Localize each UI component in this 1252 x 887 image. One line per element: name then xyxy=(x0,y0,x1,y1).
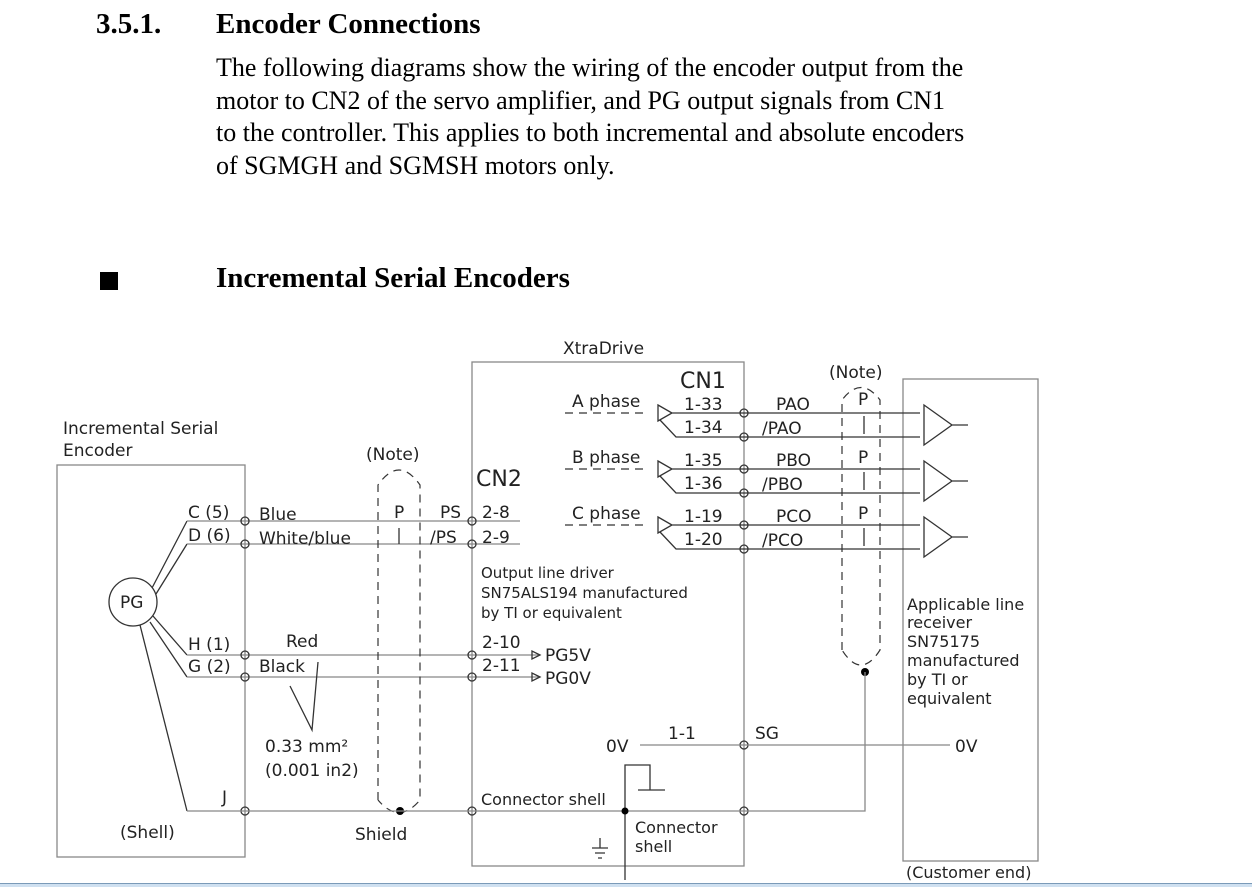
receiver-note: SN75175 xyxy=(907,632,980,651)
paragraph-line: to the controller. This applies to both … xyxy=(216,118,965,147)
section-number: 3.5.1. xyxy=(96,8,162,40)
section-paragraph: The following diagrams show the wiring o… xyxy=(216,52,1076,182)
encoder-label: Encoder xyxy=(63,441,133,461)
line-receiver-icons xyxy=(923,403,968,559)
receiver-note: Applicable line xyxy=(907,595,1024,614)
phase-b: B phase 1-35 1-36 PBO /PBO xyxy=(565,448,920,495)
signal-label: PS xyxy=(440,503,461,523)
phase-a: A phase 1-33 1-34 PAO /PAO xyxy=(565,392,920,439)
connector-shell-label: Connector shell xyxy=(481,790,606,809)
twisted-pair-label: P xyxy=(858,448,868,468)
pin-label: H (1) xyxy=(188,635,230,655)
wire-color: White/blue xyxy=(259,529,351,549)
ground-icon xyxy=(592,838,608,859)
signal-label: /PS xyxy=(430,528,457,548)
note-label: (Note) xyxy=(829,363,883,383)
pin-label: 2-10 xyxy=(482,633,521,653)
receiver-note: equivalent xyxy=(907,689,992,708)
phase-label: B phase xyxy=(572,448,640,468)
customer-end-label: (Customer end) xyxy=(906,863,1031,882)
receiver-note: manufactured xyxy=(907,651,1020,670)
wire-size: (0.001 in2) xyxy=(265,761,359,781)
pin-label: 1-20 xyxy=(684,530,723,550)
subsection-title: Incremental Serial Encoders xyxy=(216,262,570,294)
signal-label: /PBO xyxy=(762,475,803,495)
encoder-wires xyxy=(187,520,540,678)
shell-wire xyxy=(187,672,866,812)
ground-0v: 0V xyxy=(606,737,629,757)
encoder-leads xyxy=(139,520,188,812)
receiver-note: by TI or xyxy=(907,670,968,689)
pin-label: 2-8 xyxy=(482,503,510,523)
shield-label: Shield xyxy=(355,825,407,845)
driver-note: by TI or equivalent xyxy=(481,604,622,622)
signal-label: PCO xyxy=(776,507,812,527)
pg-circle xyxy=(108,577,158,627)
pin-label: 2-11 xyxy=(482,656,521,676)
signal-label: /PAO xyxy=(762,419,802,439)
pin-label: C (5) xyxy=(188,503,229,523)
arrow-icon xyxy=(531,649,542,683)
twisted-pair-label: P xyxy=(858,504,868,524)
drive-label: XtraDrive xyxy=(563,339,644,359)
wire-color: Blue xyxy=(259,505,297,525)
shell-label: (Shell) xyxy=(120,823,175,843)
wire-size-pointer xyxy=(289,661,319,733)
pin-label: D (6) xyxy=(188,526,231,546)
paragraph-line: The following diagrams show the wiring o… xyxy=(216,53,964,82)
signal-label: SG xyxy=(755,724,779,744)
driver-note: SN75ALS194 manufactured xyxy=(481,584,688,602)
shield-twisted-pair xyxy=(841,386,881,666)
pin-label: G (2) xyxy=(188,657,231,677)
twisted-pair-label: P xyxy=(858,390,868,410)
phase-label: A phase xyxy=(572,392,640,412)
encoder-box xyxy=(56,464,246,858)
wire-size: 0.33 mm² xyxy=(265,737,348,757)
pin-label: 1-19 xyxy=(684,507,723,527)
paragraph-line: motor to CN2 of the servo amplifier, and… xyxy=(216,85,946,115)
wire-color: Black xyxy=(259,657,305,677)
power-output: PG0V xyxy=(545,669,591,689)
pin-label: 1-34 xyxy=(684,418,723,438)
frame-ground-icon xyxy=(624,764,665,880)
pin-label: 2-9 xyxy=(482,528,510,548)
drive-box xyxy=(471,361,745,867)
pg-label: PG xyxy=(120,593,143,613)
phase-label: C phase xyxy=(572,504,641,524)
paragraph-line: of SGMGH and SGMSH motors only. xyxy=(216,150,615,180)
shell-node xyxy=(621,807,629,815)
driver-note: Output line driver xyxy=(481,564,615,582)
connector-shell-label: Connector xyxy=(635,818,718,837)
pin-label: J xyxy=(221,788,227,808)
receiver-box xyxy=(902,378,1039,862)
square-bullet-icon xyxy=(100,272,118,290)
signal-label: /PCO xyxy=(762,531,803,551)
pin-label: 1-33 xyxy=(684,395,723,415)
receiver-note: receiver xyxy=(907,613,972,632)
wire-color: Red xyxy=(286,632,318,652)
pin-label: 1-36 xyxy=(684,474,723,494)
note-label: (Note) xyxy=(366,445,420,465)
cn2-label: CN2 xyxy=(476,467,522,492)
encoder-label: Incremental Serial xyxy=(63,419,218,439)
cn1-label: CN1 xyxy=(680,369,726,394)
receiver-0v: 0V xyxy=(955,737,978,757)
phase-c: C phase 1-19 1-20 PCO /PCO xyxy=(565,504,920,551)
bottom-bar xyxy=(0,883,1252,887)
connector-shell-label: shell xyxy=(635,837,672,856)
pin-label: 1-1 xyxy=(668,724,696,744)
section-title: Encoder Connections xyxy=(216,8,481,40)
signal-label: PAO xyxy=(776,395,810,415)
pin-label: 1-35 xyxy=(684,451,723,471)
twisted-pair-label: P xyxy=(394,503,404,523)
signal-label: PBO xyxy=(776,451,811,471)
power-output: PG5V xyxy=(545,646,591,666)
